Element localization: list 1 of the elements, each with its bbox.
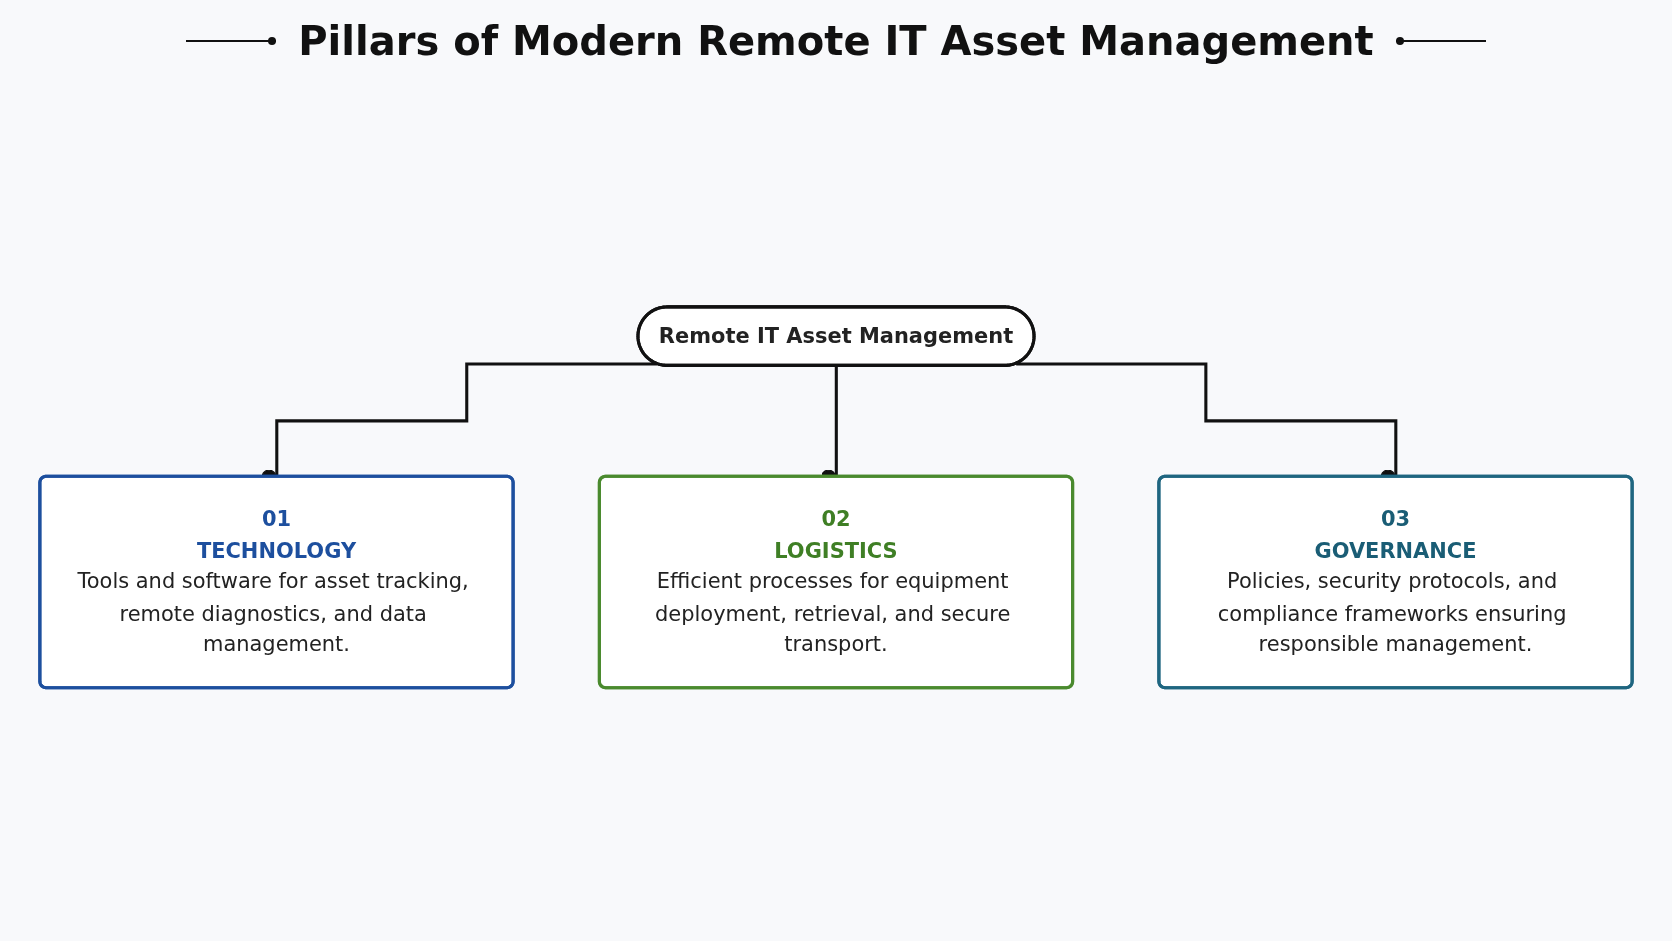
- title: Pillars of Modern Remote IT Asset Management: [298, 18, 1374, 64]
